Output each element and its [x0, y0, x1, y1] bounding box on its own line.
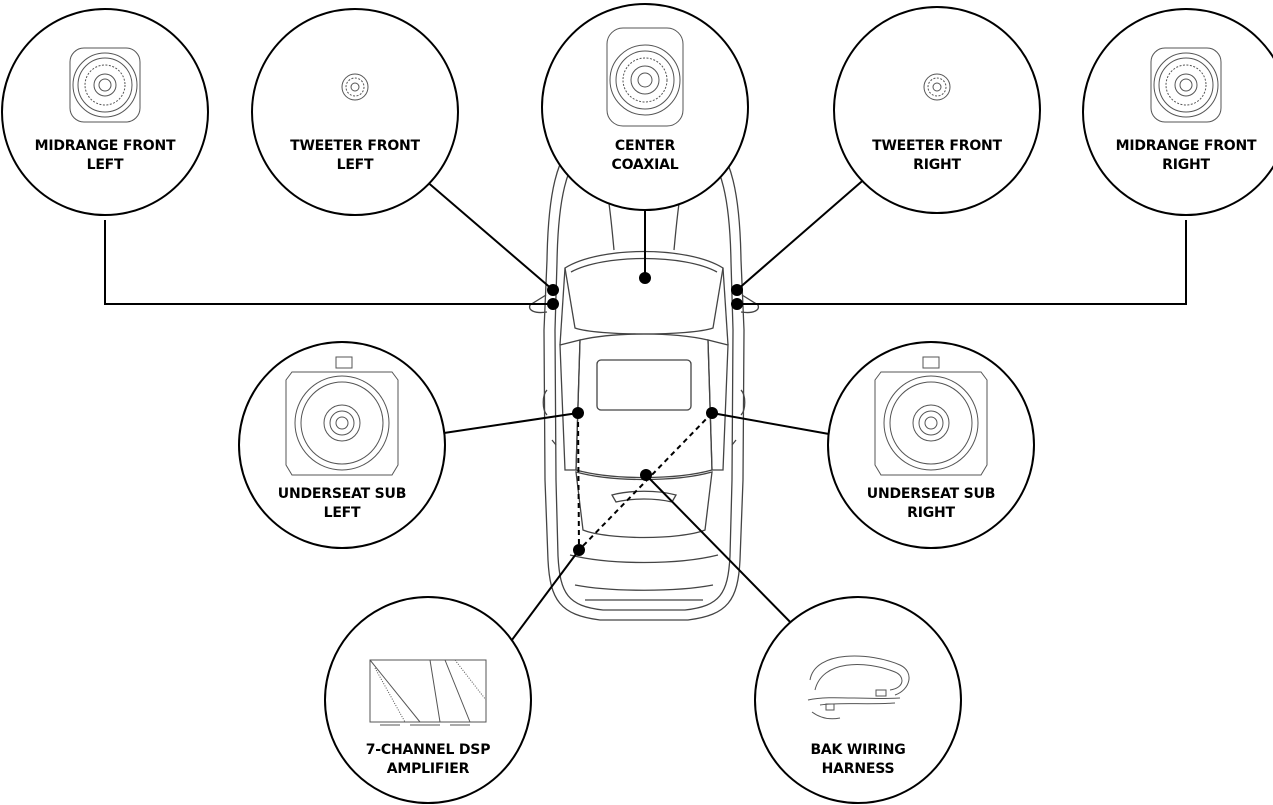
dot-sub-left [572, 407, 584, 419]
label-line2: HARNESS [822, 761, 895, 777]
label-line1: UNDERSEAT SUB [867, 486, 995, 502]
dot-center [639, 272, 651, 284]
wiring-harness-icon [807, 655, 910, 720]
coaxial-speaker-icon [606, 27, 684, 127]
midrange-speaker-icon [1150, 47, 1222, 123]
bubble-center-coaxial: CENTER COAXIAL [541, 3, 749, 211]
midrange-speaker-icon [69, 47, 141, 123]
amplifier-icon [369, 659, 487, 726]
line-underseat-sub-right [711, 412, 830, 435]
subwoofer-icon [285, 356, 399, 476]
line-wiring-harness [645, 474, 800, 632]
line-tweeter-front-right [736, 175, 869, 291]
connection-dots [547, 272, 743, 556]
label-line2: AMPLIFIER [387, 761, 470, 777]
label-line1: TWEETER FRONT [872, 138, 1002, 154]
dot-sub-right [706, 407, 718, 419]
bubble-wiring-harness: BAK WIRING HARNESS [754, 596, 962, 804]
line-tweeter-front-left [424, 179, 554, 291]
label-line2: RIGHT [913, 157, 961, 173]
line-midrange-front-right [737, 220, 1187, 305]
bubble-underseat-sub-right: UNDERSEAT SUB RIGHT [827, 341, 1035, 549]
bubble-tweeter-front-right: TWEETER FRONT RIGHT [833, 6, 1041, 214]
dot-midrange-left [547, 298, 559, 310]
line-underseat-sub-left [443, 412, 579, 434]
label-line1: TWEETER FRONT [290, 138, 420, 154]
subwoofer-icon [874, 356, 988, 476]
label-line2: RIGHT [1162, 157, 1210, 173]
label-line1: UNDERSEAT SUB [278, 486, 406, 502]
label-line1: CENTER [615, 138, 676, 154]
label-line2: COAXIAL [612, 157, 679, 173]
dot-tweeter-left [547, 284, 559, 296]
label-line1: MIDRANGE FRONT [35, 138, 176, 154]
label-line2: LEFT [337, 157, 374, 173]
dashed-cable-lines [577, 412, 713, 551]
bubble-midrange-front-left: MIDRANGE FRONT LEFT [1, 8, 209, 216]
bubble-dsp-amplifier: 7-CHANNEL DSP AMPLIFIER [324, 596, 532, 804]
label-line2: LEFT [324, 505, 361, 521]
line-midrange-front-left [104, 220, 553, 305]
dot-tweeter-right [731, 284, 743, 296]
label-line1: 7-CHANNEL DSP [366, 742, 491, 758]
bubble-underseat-sub-left: UNDERSEAT SUB LEFT [238, 341, 446, 549]
tweeter-icon [341, 73, 369, 101]
dot-harness [640, 469, 652, 481]
bubble-midrange-front-right: MIDRANGE FRONT RIGHT [1082, 8, 1273, 216]
bubble-tweeter-front-left: TWEETER FRONT LEFT [251, 8, 459, 216]
label-line2: RIGHT [907, 505, 955, 521]
label-line2: LEFT [87, 157, 124, 173]
car-top-view [528, 134, 760, 621]
label-line1: BAK WIRING [810, 742, 905, 758]
tweeter-icon [923, 73, 951, 101]
dot-midrange-right [731, 298, 743, 310]
dot-amplifier [573, 544, 585, 556]
label-line1: MIDRANGE FRONT [1116, 138, 1257, 154]
